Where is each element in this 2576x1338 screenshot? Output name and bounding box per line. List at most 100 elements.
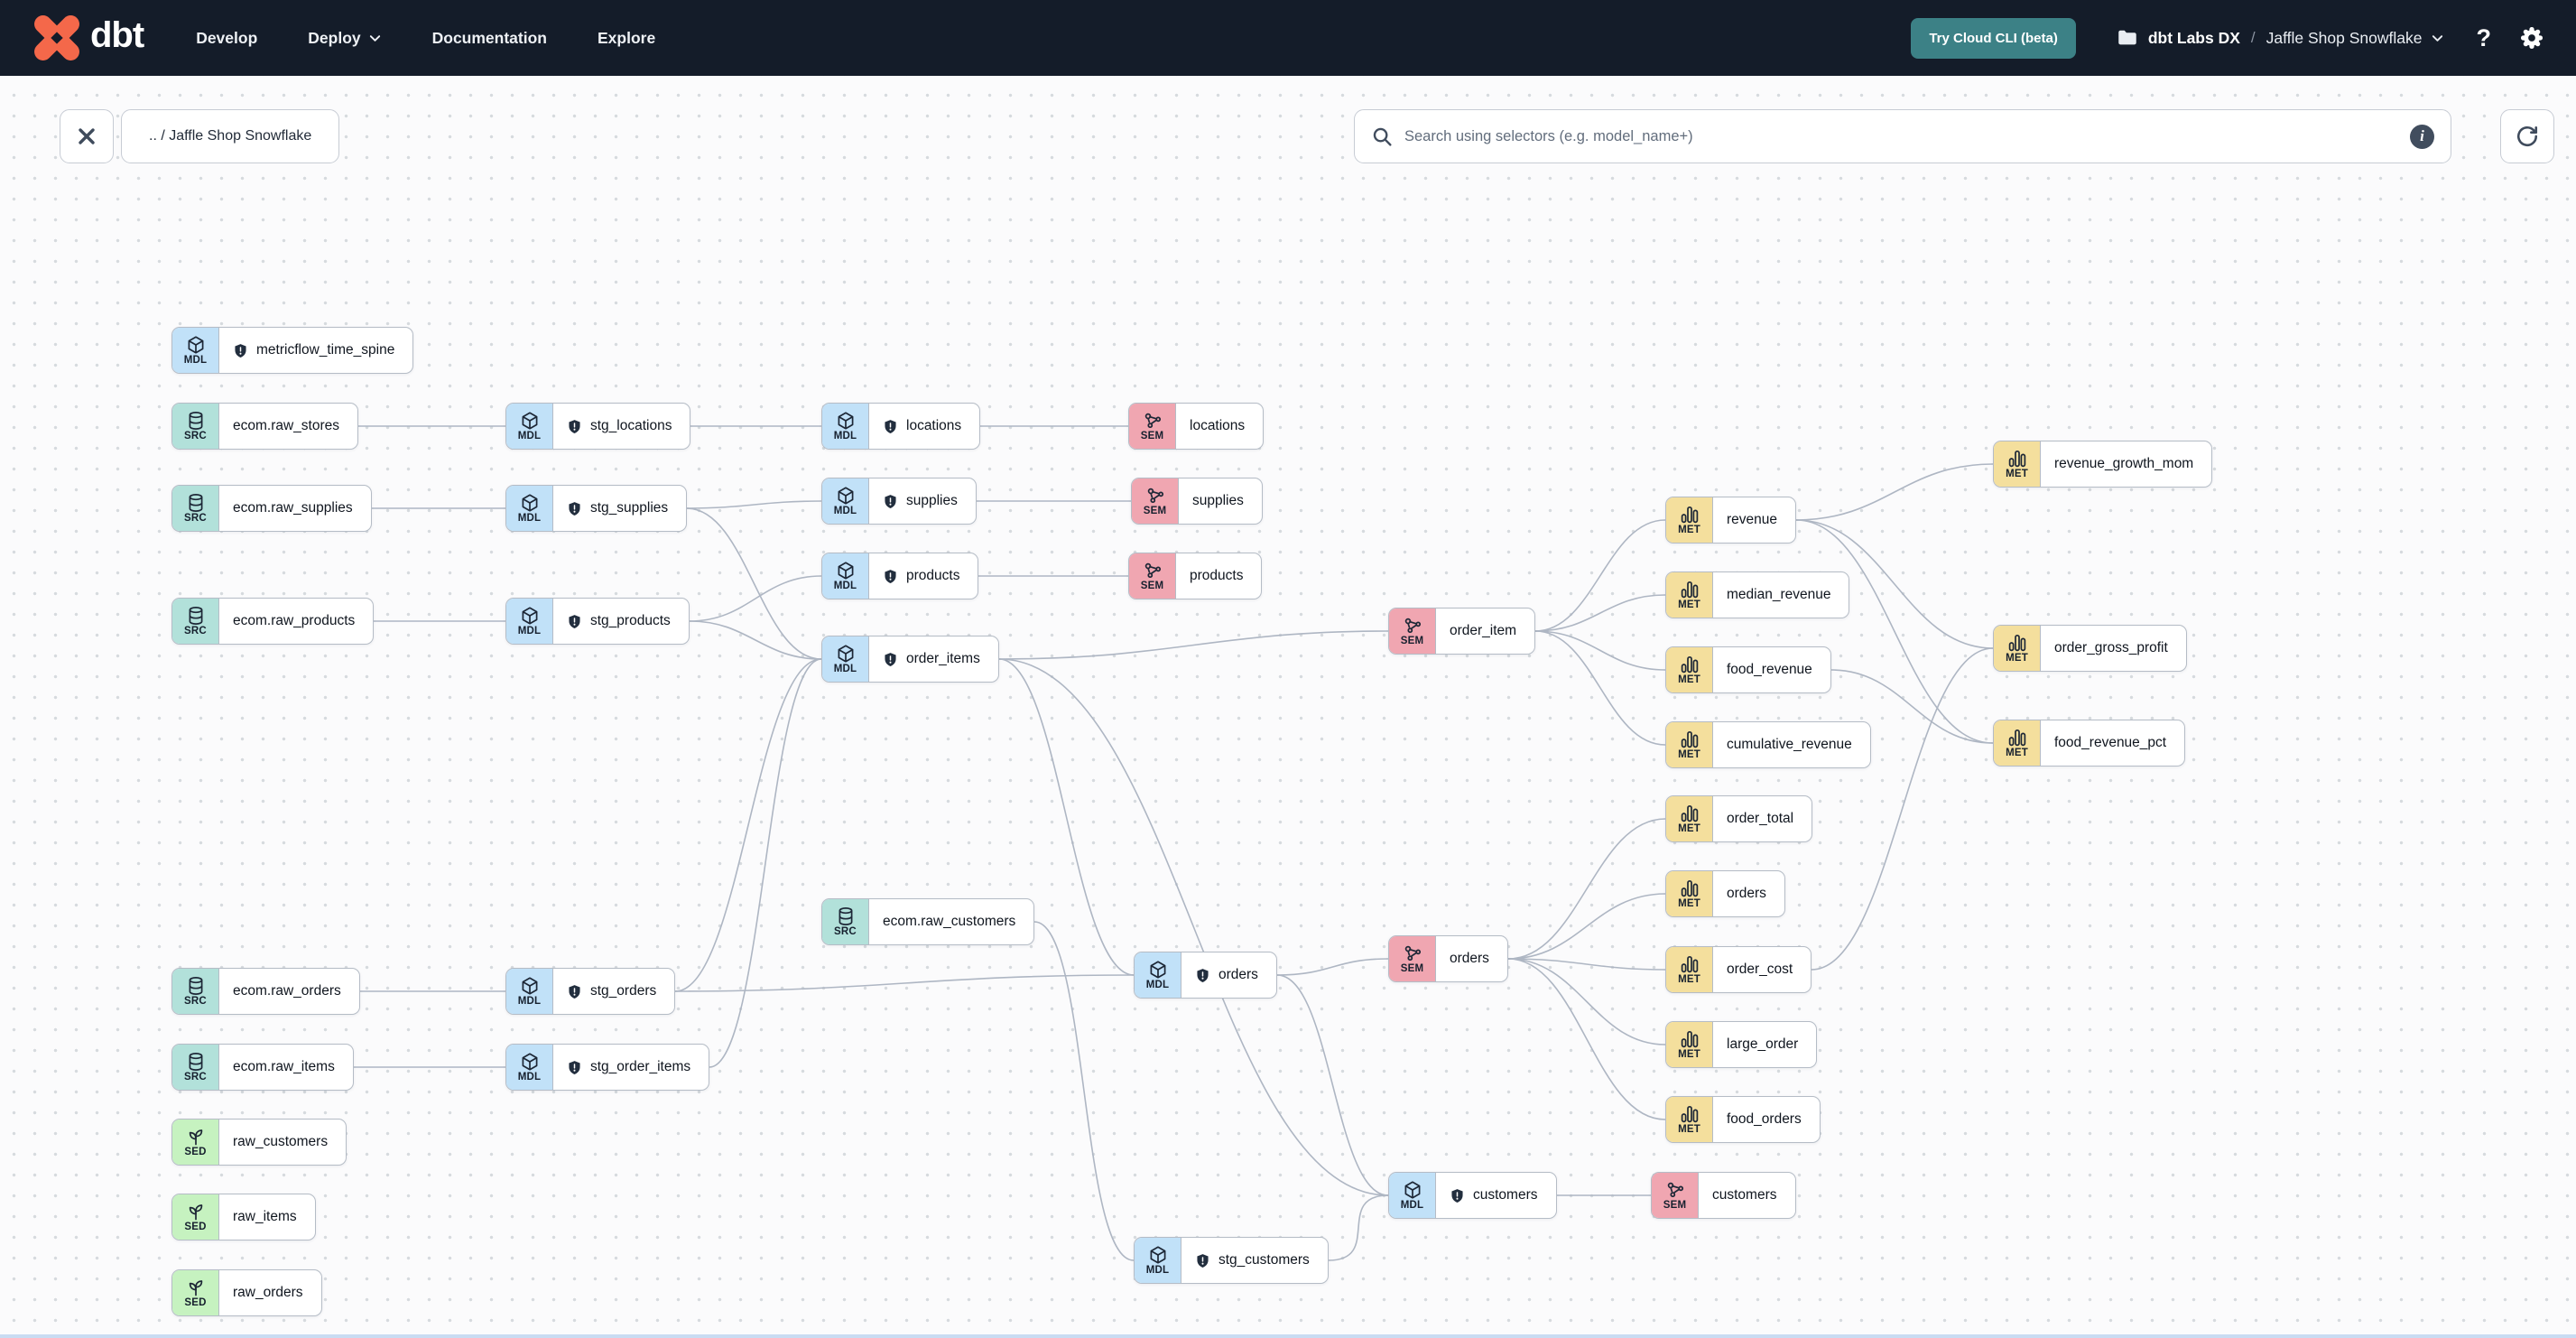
try-cloud-cli-button[interactable]: Try Cloud CLI (beta) (1911, 17, 2076, 59)
dbt-logo[interactable]: dbt (32, 14, 144, 62)
menu-item-explore[interactable]: Explore (598, 28, 656, 47)
main-menu: Develop Deploy Documentation Explore (196, 29, 655, 48)
project-breadcrumb: dbt Labs DX / Jaffle Shop Snowflake (2116, 26, 2444, 50)
node-type-tab: SED (172, 1194, 219, 1240)
settings-gear-icon[interactable] (2518, 24, 2545, 51)
info-icon[interactable]: i (2410, 124, 2434, 149)
node-sem_customers[interactable]: SEM customers (1651, 1172, 1796, 1219)
account-name: dbt Labs DX (2147, 28, 2240, 47)
node-met_median_revenue[interactable]: MET median_revenue (1665, 571, 1850, 618)
node-label: order_gross_profit (2054, 640, 2168, 655)
metric-icon (1680, 505, 1700, 525)
lineage-breadcrumb-chip[interactable]: .. / Jaffle Shop Snowflake (121, 109, 340, 163)
node-type-tab: MET (1994, 720, 2041, 766)
node-ecom.raw_orders[interactable]: SRC ecom.raw_orders (171, 968, 360, 1015)
menu-item-deploy[interactable]: Deploy (308, 29, 381, 48)
shield-icon (883, 652, 898, 667)
node-raw_items[interactable]: SED raw_items (171, 1194, 316, 1240)
search-input[interactable] (1404, 127, 2399, 145)
node-label: raw_customers (233, 1134, 329, 1149)
lineage-canvas[interactable]: .. / Jaffle Shop Snowflake i MDLmetricfl… (0, 76, 2576, 1338)
node-body: large_order (1713, 1022, 1816, 1067)
node-type-abbr: SEM (1663, 1199, 1687, 1211)
edge-sem_orders-to-met_order_total (1507, 818, 1666, 960)
dbt-logo-icon (34, 15, 79, 60)
node-label: median_revenue (1727, 587, 1831, 602)
node-body: locations (1176, 404, 1263, 449)
node-type-tab: MDL (172, 328, 219, 373)
account-switcher[interactable]: dbt Labs DX (2116, 26, 2240, 50)
project-switcher[interactable]: Jaffle Shop Snowflake (2266, 29, 2444, 48)
close-lineage-button[interactable] (60, 109, 114, 163)
node-label: orders (1727, 886, 1766, 901)
node-body: ecom.raw_customers (869, 899, 1033, 944)
node-label: ecom.raw_orders (233, 983, 341, 999)
cube-icon (1148, 960, 1168, 980)
node-label: food_orders (1727, 1111, 1802, 1127)
node-body: revenue (1713, 497, 1795, 543)
menu-item-documentation[interactable]: Documentation (431, 28, 547, 47)
node-type-tab: SEM (1652, 1173, 1699, 1218)
node-type-abbr: MET (2006, 468, 2028, 479)
edge-stg_orders-to-order_items (674, 658, 822, 992)
help-icon[interactable]: ? (2476, 23, 2492, 51)
folder-icon (2118, 30, 2136, 45)
node-type-abbr: MET (1678, 748, 1700, 760)
shield-icon (233, 343, 248, 358)
metric-icon (2007, 633, 2027, 653)
node-type-tab: MET (1666, 947, 1713, 992)
node-label: raw_items (233, 1209, 297, 1224)
node-label: customers (1712, 1187, 1777, 1203)
node-body: ecom.raw_items (219, 1045, 353, 1090)
cube-icon (520, 606, 540, 626)
node-body: order_item (1436, 609, 1534, 654)
node-type-abbr: SRC (184, 995, 207, 1007)
refresh-button[interactable] (2500, 109, 2554, 163)
node-type-abbr: SEM (1140, 430, 1164, 441)
menu-item-develop[interactable]: Develop (196, 28, 258, 47)
edge-met_revenue-to-met_food_revenue_pct (1795, 519, 1994, 744)
node-sem_locations[interactable]: SEM locations (1128, 403, 1265, 450)
node-type-tab: SEM (1132, 479, 1179, 524)
node-type-abbr: MET (1678, 599, 1700, 610)
node-body: ecom.raw_orders (219, 969, 359, 1014)
cube-icon (186, 335, 206, 355)
node-type-abbr: MDL (517, 1071, 542, 1082)
edge-met_revenue-to-met_order_gross_profit (1795, 519, 1994, 649)
